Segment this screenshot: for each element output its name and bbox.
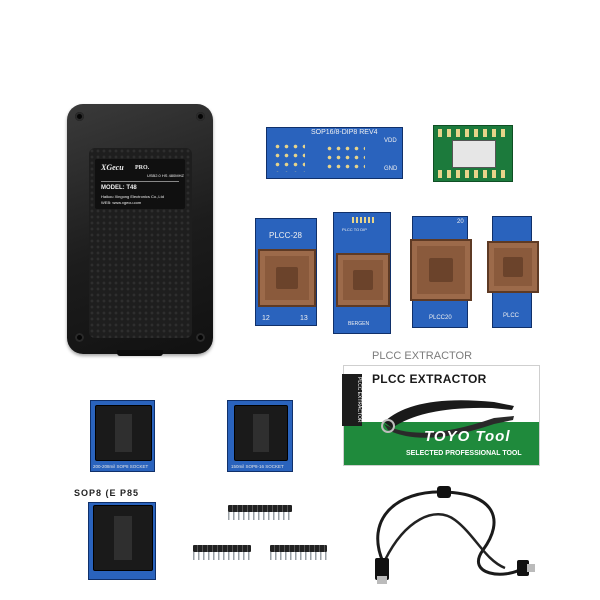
card-top xyxy=(344,366,539,424)
screw-icon xyxy=(75,333,84,342)
pin-pads-bottom xyxy=(438,170,510,178)
sop8-150-label: 150mil SOP8-16 SOCKET xyxy=(231,464,284,469)
sop-socket-board-bottom xyxy=(88,502,156,580)
vdd-label: VDD xyxy=(384,138,397,144)
sop8-200-socket-board: 200-208mil SOP8 SOCKET xyxy=(90,400,155,472)
sop-dip-adapter: SOP16/8-DIP8 REV4 VDD GND xyxy=(266,127,403,179)
zif-socket xyxy=(93,505,153,571)
plcc28-pin-right: 13 xyxy=(300,315,308,322)
extractor-ghost-title: PLCC EXTRACTOR xyxy=(372,350,473,362)
header-pins xyxy=(228,512,292,520)
screw-icon xyxy=(196,112,205,121)
sop8-200-label: 200-208mil SOP8 SOCKET xyxy=(93,464,149,469)
screw-icon xyxy=(75,112,84,121)
ghost-label: SOP8 (E P85 xyxy=(74,488,140,498)
pin-header-strip xyxy=(228,505,292,520)
usb-port xyxy=(117,350,163,356)
plcc-narrow-code: PLCC xyxy=(503,313,520,319)
plcc20-num: 20 xyxy=(457,219,464,225)
screw-icon xyxy=(196,333,205,342)
programmer-device: XGecu PRO. USB2.0 HS 480MHZ MODEL: T48 H… xyxy=(67,104,213,356)
pin-header-strip xyxy=(270,545,327,560)
plcc20-code: PLCC20 xyxy=(429,315,452,321)
pin-header-strip xyxy=(193,545,251,560)
sop8-150-socket-board: 150mil SOP8-16 SOCKET xyxy=(227,400,293,472)
header-pins xyxy=(193,552,251,560)
extractor-card: PLCC EXTRACTOR PLCC EXTRACTOR PLCC EXTRA… xyxy=(342,350,540,466)
dip-pads xyxy=(325,144,365,172)
pin-pads-top xyxy=(438,129,510,137)
device-model: MODEL: T48 xyxy=(101,185,137,191)
card-bottom xyxy=(344,422,539,465)
plcc28-adapter: PLCC-28 12 13 xyxy=(255,218,317,326)
plcc-narrow-adapter: PLCC xyxy=(487,216,539,328)
label-divider xyxy=(101,181,179,182)
plcc-socket xyxy=(258,249,316,307)
device-pro: PRO. xyxy=(135,165,150,171)
plcc20-adapter: 20 PLCC20 xyxy=(410,216,472,328)
device-maker: Haikou Xingong Electronics Co.,Ltd xyxy=(101,194,164,199)
usb-cable-icon xyxy=(375,486,535,584)
sop-footprint xyxy=(452,140,496,168)
plcc-dip-label: PLCC TO DIP xyxy=(342,227,367,232)
zif-socket xyxy=(234,405,288,461)
green-sop8-adapter xyxy=(433,125,513,182)
gnd-label: GND xyxy=(384,166,398,172)
device-brand: XGecu xyxy=(101,163,124,172)
device-label: XGecu PRO. USB2.0 HS 480MHZ MODEL: T48 H… xyxy=(95,159,185,209)
smd-pads xyxy=(273,142,305,172)
extractor-tool-icon xyxy=(381,400,514,438)
plcc-dip-adapter: PLCC TO DIP BERGEN xyxy=(333,212,391,334)
extractor-title: PLCC EXTRACTOR xyxy=(372,372,487,386)
extractor-slogan: SELECTED PROFESSIONAL TOOL xyxy=(406,450,522,457)
sop-dip-title: SOP16/8-DIP8 REV4 xyxy=(311,129,378,136)
header-pins xyxy=(270,552,327,560)
device-usb: USB2.0 HS 480MHZ xyxy=(147,173,184,178)
plcc28-pin-left: 12 xyxy=(262,315,270,322)
dip-pins xyxy=(352,217,374,223)
zif-socket xyxy=(95,405,152,461)
plcc28-name: PLCC-28 xyxy=(269,231,302,240)
header-body xyxy=(193,545,251,552)
extractor-side-label: PLCC EXTRACTOR xyxy=(342,374,362,426)
extractor-brand: TOYO Tool xyxy=(424,428,511,445)
device-web: WEB: www.xgecu.com xyxy=(101,200,142,205)
plcc-socket xyxy=(410,239,472,301)
plcc-socket xyxy=(336,253,390,307)
plcc-dip-bottom: BERGEN xyxy=(348,321,370,327)
header-body xyxy=(270,545,327,552)
header-body xyxy=(228,505,292,512)
plcc-socket xyxy=(487,241,539,293)
